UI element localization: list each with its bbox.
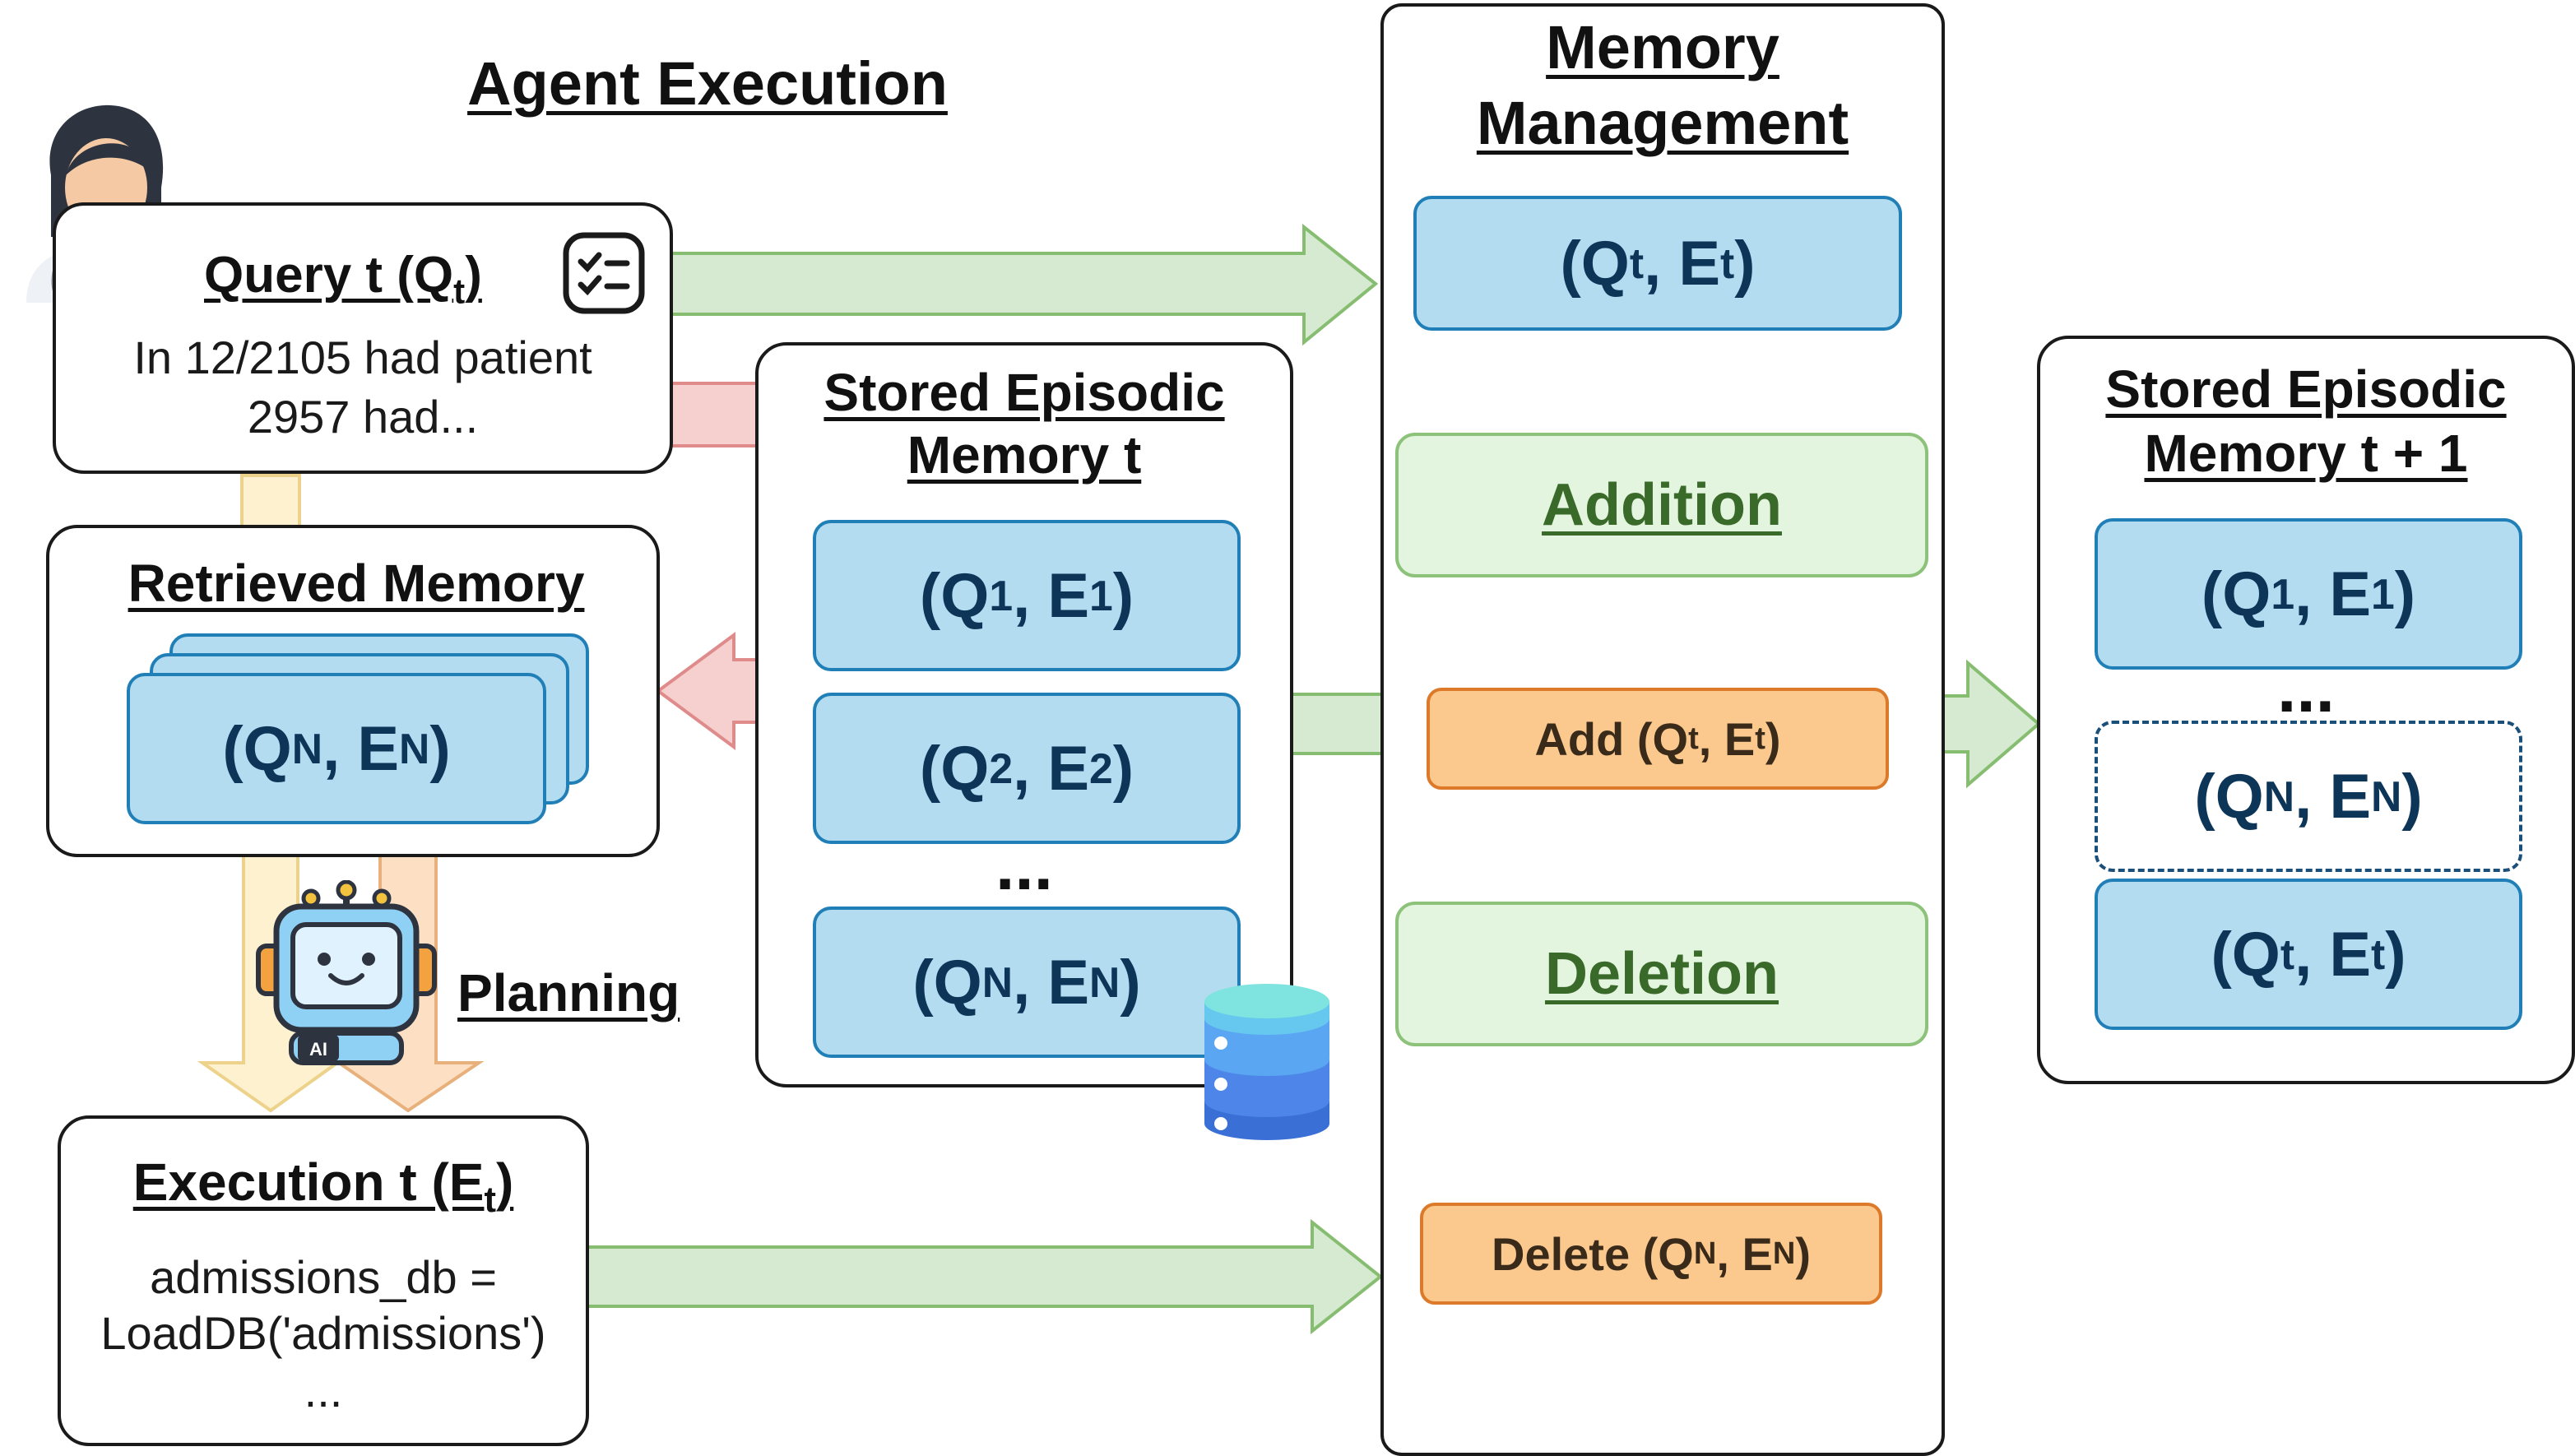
memory-management-title-line2: Management <box>1476 89 1849 157</box>
execution-code-line2: LoadDB('admissions') <box>100 1307 546 1359</box>
arrow-stored-to-retrieved <box>655 632 759 750</box>
checklist-icon <box>563 232 645 314</box>
retrieved-memory-label: Retrieved Memory <box>128 554 585 613</box>
memory-management-title-line1: Memory <box>1546 13 1779 81</box>
query-text-line2: 2957 had... <box>247 391 479 443</box>
planning-label: Planning <box>457 963 680 1022</box>
robot-ai-badge: AI <box>309 1039 327 1060</box>
stored-t-ellipsis: ... <box>995 827 1053 904</box>
connector-query-to-stored <box>669 382 759 447</box>
execution-panel: Execution t (Et) admissions_db = LoadDB(… <box>58 1115 589 1446</box>
stored-memory-t-title-line2: Memory t <box>907 425 1142 485</box>
stored-t1-ellipsis: ... <box>2276 649 2335 726</box>
execution-code-line1: admissions_db = <box>150 1251 497 1303</box>
stored-memory-t1-title-line1: Stored Episodic <box>2105 359 2507 419</box>
execution-label: Execution t (Et) <box>132 1152 514 1220</box>
query-text-line1: In 12/2105 had patient <box>133 332 592 383</box>
agent-execution-title: Agent Execution <box>467 49 948 118</box>
query-label: Query t (Qt) <box>204 247 482 311</box>
stored-memory-t1-title-line2: Memory t + 1 <box>2144 424 2468 483</box>
deletion-step: Deletion <box>1395 902 1928 1046</box>
ai-robot-icon: AI <box>256 880 437 1065</box>
connector-stored-to-management <box>1288 693 1385 755</box>
execution-code-line3: ... <box>304 1365 343 1417</box>
query-panel: Query t (Qt) In 12/2105 had patient 2957… <box>53 202 673 474</box>
arrow-query-to-management <box>666 223 1379 346</box>
arrow-execution-to-management <box>584 1218 1384 1335</box>
database-icon <box>1204 984 1329 1140</box>
stored-memory-t-title-line1: Stored Episodic <box>824 363 1225 422</box>
connector-query-to-retrieved <box>240 474 301 530</box>
arrow-management-to-stored-next <box>1942 659 2042 789</box>
addition-step: Addition <box>1395 433 1928 577</box>
